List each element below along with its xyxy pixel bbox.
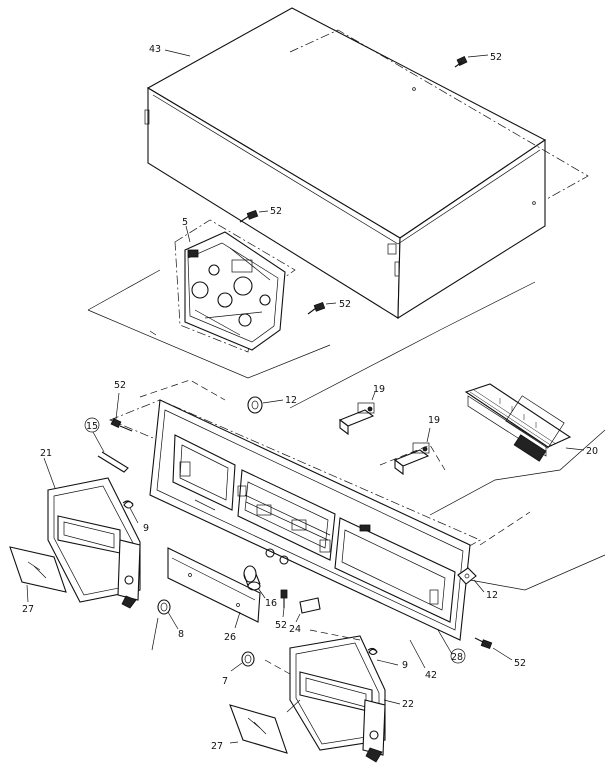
part-number-9: 9 <box>402 660 408 671</box>
small-part <box>299 597 321 614</box>
part-number-22: 22 <box>402 699 414 710</box>
part-number-27: 27 <box>211 741 223 752</box>
knob-icon <box>241 651 255 667</box>
window-plate <box>229 704 288 754</box>
part-number-52: 52 <box>275 620 287 631</box>
spring-icon <box>122 500 139 524</box>
knob-icon <box>151 599 179 651</box>
screw-icon <box>110 418 133 432</box>
part-number-8: 8 <box>178 629 184 640</box>
part-number-28: 28 <box>451 652 463 663</box>
part-number-16: 16 <box>265 598 277 609</box>
screw-icon <box>280 589 288 608</box>
cassette-door-left <box>47 477 141 609</box>
part-number-26: 26 <box>224 632 236 643</box>
part-number-21: 21 <box>40 448 52 459</box>
part-number-19: 19 <box>428 415 440 426</box>
spring-icon <box>367 647 378 656</box>
window-plate <box>9 546 67 593</box>
cassette-mechanism <box>174 219 296 353</box>
cassette-door-right <box>289 635 386 763</box>
front-chassis <box>109 399 481 641</box>
part-number-5: 5 <box>182 217 188 228</box>
part-number-52: 52 <box>114 380 126 391</box>
bracket-plate <box>167 547 261 623</box>
part-number-9: 9 <box>143 523 149 534</box>
part-labels: 43 52 5 52 52 52 12 19 19 20 15 21 9 27 … <box>22 44 598 752</box>
part-number-42: 42 <box>425 670 437 681</box>
part-number-12: 12 <box>486 590 498 601</box>
switch-part <box>393 442 430 476</box>
part-number-15-ring <box>84 417 100 433</box>
screw-icon <box>454 56 468 68</box>
cylinder-part <box>243 565 261 591</box>
grommet-icon <box>457 567 477 585</box>
part-number-43: 43 <box>149 44 161 55</box>
grommet-icon <box>247 396 263 414</box>
part-number-52: 52 <box>490 52 502 63</box>
part-number-24: 24 <box>289 624 301 635</box>
screw-icon <box>307 301 326 315</box>
part-number-7: 7 <box>222 676 228 687</box>
lever-part <box>97 451 129 473</box>
part-number-27: 27 <box>22 604 34 615</box>
part-number-12: 12 <box>285 395 297 406</box>
part-number-52: 52 <box>514 658 526 669</box>
screw-icon <box>474 637 493 650</box>
part-number-15: 15 <box>86 421 98 432</box>
part-number-28-ring <box>450 648 466 664</box>
part-number-19: 19 <box>373 384 385 395</box>
part-number-20: 20 <box>586 446 598 457</box>
part-number-52: 52 <box>270 206 282 217</box>
part-number-52: 52 <box>339 299 351 310</box>
switch-part <box>338 402 375 436</box>
circuit-board <box>464 383 572 462</box>
top-cover <box>144 7 589 320</box>
screw-icon <box>239 209 259 223</box>
